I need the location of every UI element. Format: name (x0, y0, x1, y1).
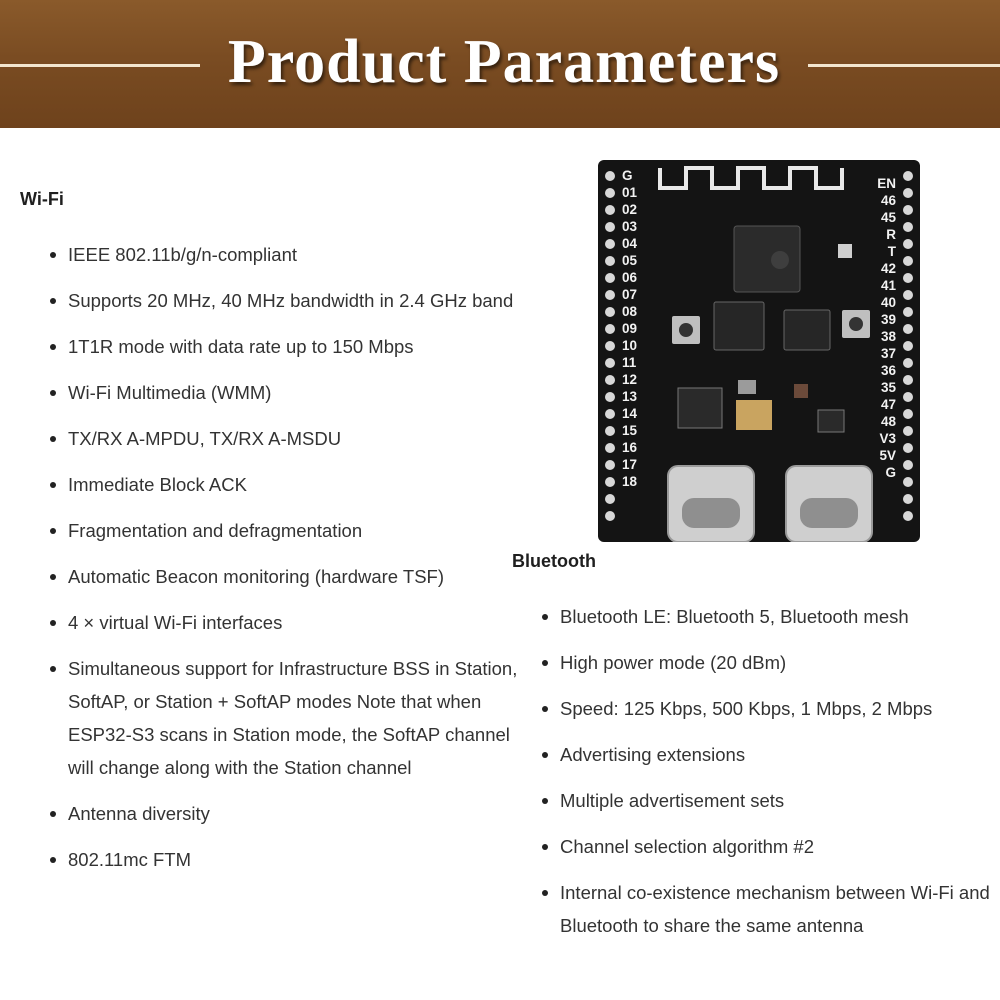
pin-label: 11 (622, 355, 637, 370)
bullet-icon (50, 482, 56, 488)
page-title: Product Parameters (227, 28, 781, 96)
bullet-icon (50, 390, 56, 396)
list-item: Multiple advertisement sets (512, 784, 992, 817)
wifi-feature-list: IEEE 802.11b/g/n-compliant Supports 20 M… (20, 238, 520, 876)
bullet-icon (542, 614, 548, 620)
list-item: 4 × virtual Wi-Fi interfaces (20, 606, 520, 639)
bullet-icon (50, 620, 56, 626)
pin-label: V3 (879, 431, 896, 446)
bullet-icon (542, 844, 548, 850)
bullet-icon (542, 890, 548, 896)
board-illustration (598, 160, 920, 542)
pin-label: 5V (879, 448, 896, 463)
pin-label: EN (877, 176, 896, 191)
pin-label: T (887, 244, 896, 259)
list-item: Advertising extensions (512, 738, 992, 771)
bullet-icon (50, 252, 56, 258)
bullet-icon (542, 706, 548, 712)
bullet-icon (50, 344, 56, 350)
banner-divider-right (808, 64, 1000, 67)
pin-label: 06 (622, 270, 638, 285)
esp32-s3-board-image: G 01 02 03 04 05 06 07 08 09 10 11 12 13… (598, 160, 920, 542)
pin-label: 01 (622, 185, 638, 200)
pin-label: 14 (622, 406, 638, 421)
pin-label: 15 (622, 423, 638, 438)
list-item: Wi-Fi Multimedia (WMM) (20, 376, 520, 409)
pin-label: 46 (880, 193, 896, 208)
pin-label: 35 (880, 380, 896, 395)
bluetooth-heading: Bluetooth (512, 551, 596, 571)
pin-label: 03 (622, 219, 638, 234)
list-item: Automatic Beacon monitoring (hardware TS… (20, 560, 520, 593)
pin-label: 04 (622, 236, 638, 251)
pin-label: 10 (622, 338, 638, 353)
pin-label: 09 (622, 321, 638, 336)
bullet-icon (50, 574, 56, 580)
pin-label: 05 (622, 253, 638, 268)
list-item: Immediate Block ACK (20, 468, 520, 501)
pin-label: 36 (880, 363, 896, 378)
pin-label: 38 (880, 329, 896, 344)
bullet-icon (542, 752, 548, 758)
bullet-icon (50, 298, 56, 304)
pin-label: R (886, 227, 896, 242)
title-banner: Product Parameters (0, 0, 1000, 128)
wifi-heading: Wi-Fi (20, 189, 64, 209)
list-item: TX/RX A-MPDU, TX/RX A-MSDU (20, 422, 520, 455)
list-item: Internal co-existence mechanism between … (512, 876, 992, 942)
bullet-icon (542, 660, 548, 666)
pin-label: 40 (880, 295, 896, 310)
list-item: Antenna diversity (20, 797, 520, 830)
banner-divider-left (0, 64, 200, 67)
pin-label: 12 (622, 372, 638, 387)
bluetooth-feature-list: Bluetooth LE: Bluetooth 5, Bluetooth mes… (512, 600, 992, 942)
bullet-icon (50, 436, 56, 442)
pin-label: 17 (622, 457, 638, 472)
list-item: Speed: 125 Kbps, 500 Kbps, 1 Mbps, 2 Mbp… (512, 692, 992, 725)
list-item: Channel selection algorithm #2 (512, 830, 992, 863)
bullet-icon (50, 811, 56, 817)
list-item: 802.11mc FTM (20, 843, 520, 876)
pin-label: 42 (880, 261, 896, 276)
bullet-icon (50, 666, 56, 672)
pin-label: 47 (880, 397, 896, 412)
pin-label: G (622, 168, 633, 183)
pin-label: 08 (622, 304, 638, 319)
list-item: Simultaneous support for Infrastructure … (20, 652, 520, 784)
list-item: Supports 20 MHz, 40 MHz bandwidth in 2.4… (20, 284, 520, 317)
list-item: Bluetooth LE: Bluetooth 5, Bluetooth mes… (512, 600, 992, 633)
pin-label: 37 (880, 346, 896, 361)
pin-label: 39 (880, 312, 896, 327)
bullet-icon (542, 798, 548, 804)
pin-label: 07 (622, 287, 638, 302)
bullet-icon (50, 528, 56, 534)
pin-label: 45 (880, 210, 896, 225)
pin-label: 48 (880, 414, 896, 429)
pin-label: 02 (622, 202, 638, 217)
pin-label: 18 (622, 474, 638, 489)
pin-label: 16 (622, 440, 638, 455)
pin-label: G (885, 465, 896, 480)
bullet-icon (50, 857, 56, 863)
list-item: IEEE 802.11b/g/n-compliant (20, 238, 520, 271)
pin-label: 13 (622, 389, 638, 404)
list-item: Fragmentation and defragmentation (20, 514, 520, 547)
list-item: 1T1R mode with data rate up to 150 Mbps (20, 330, 520, 363)
list-item: High power mode (20 dBm) (512, 646, 992, 679)
pin-label: 41 (880, 278, 896, 293)
